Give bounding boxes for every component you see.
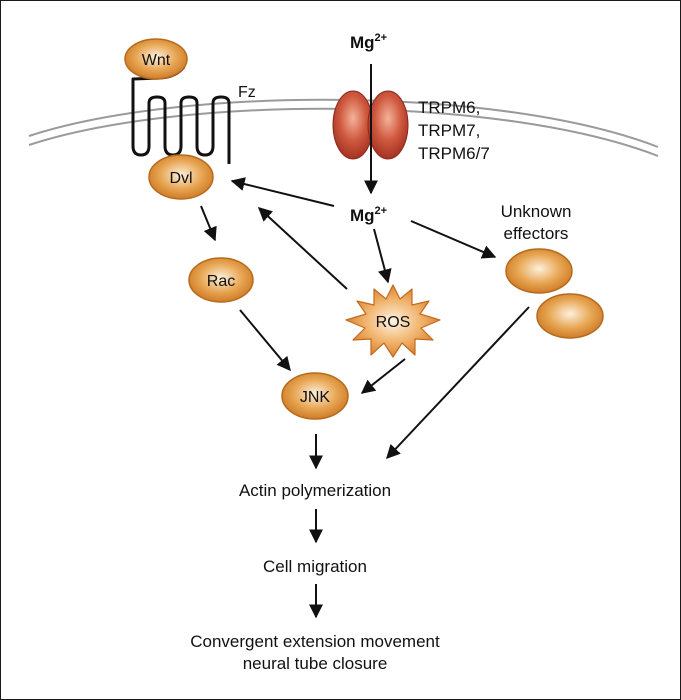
arrow-ros-to-dvl [257, 207, 348, 290]
arrow-dvl-to-rac [200, 205, 217, 242]
unknown-effectors-line2: effectors [504, 224, 569, 243]
arrow-mg-to-effectors [410, 220, 497, 259]
channel-label-2: TRPM7, [418, 121, 480, 140]
ros-label: ROS [376, 314, 411, 331]
mg-top-base: Mg [350, 33, 375, 52]
arrow-mg-to-ros [373, 228, 392, 284]
trpm-channel-left [332, 90, 374, 160]
arrow-mg-to-dvl [230, 177, 335, 207]
mg-top-label: Mg2+ [350, 32, 387, 52]
wnt-node [124, 38, 188, 80]
frizzled-receptor [131, 66, 231, 164]
arrow-effectors-to-actin [386, 306, 530, 460]
jnk-label: JNK [300, 389, 331, 406]
actin-polymerization-label: Actin polymerization [239, 481, 391, 500]
mg-mid-base: Mg [350, 206, 375, 225]
trpm-channel-right [367, 90, 409, 160]
dvl-label: Dvl [169, 170, 192, 187]
final-outcome-line2: neural tube closure [243, 654, 388, 673]
fz-label: Fz [238, 84, 256, 101]
mg-mid-charge: 2+ [375, 205, 388, 217]
jnk-node [281, 372, 349, 420]
unknown-effector-node-1 [505, 248, 573, 294]
rac-label: Rac [207, 273, 235, 290]
dvl-node [148, 154, 214, 200]
arrow-rac-to-jnk [239, 309, 291, 372]
ros-starburst [345, 284, 441, 358]
mg-mid-label: Mg2+ [350, 205, 387, 225]
rac-node [188, 257, 254, 303]
mg-top-charge: 2+ [375, 32, 388, 44]
unknown-effectors-line1: Unknown [501, 202, 572, 221]
channel-label-3: TRPM6/7 [418, 144, 490, 163]
channel-label-1: TRPM6, [418, 98, 480, 117]
cell-migration-label: Cell migration [263, 557, 367, 576]
arrow-ros-to-jnk [360, 358, 406, 394]
final-outcome-line1: Convergent extension movement [190, 632, 440, 651]
unknown-effector-node-2 [536, 293, 604, 339]
wnt-label: Wnt [142, 52, 171, 69]
